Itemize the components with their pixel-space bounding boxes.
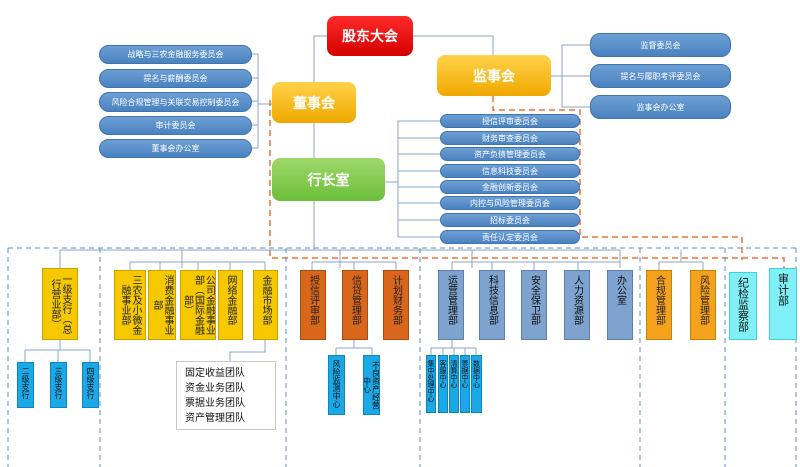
finance-department: 三农及小微金融事业部 <box>114 270 146 340</box>
management-committee: 财务审查委员会 <box>440 131 580 145</box>
sub-branch: 三级支行 <box>50 362 67 408</box>
sub-branch: 二级支行 <box>17 362 34 408</box>
management-committee: 责任认定委员会 <box>440 230 580 244</box>
team-item: 资产管理团队 <box>185 413 245 424</box>
president-office-box: 行长室 <box>272 158 385 201</box>
management-committee: 金融创新委员会 <box>440 180 580 194</box>
finance-market-teams: 固定收益团队 资金业务团队 票据业务团队 资产管理团队 <box>176 361 276 430</box>
board-committee: 审计委员会 <box>99 116 252 135</box>
ops-center: 清算中心 <box>449 355 459 413</box>
sub-branch: 四级支行 <box>82 362 99 408</box>
finance-department: 金融市场部 <box>253 270 278 340</box>
credit-center: 不良资产经营中心 <box>363 355 380 415</box>
board-committee: 风险合规管理与关联交易控制委员会 <box>99 92 252 112</box>
ops-center: 票据中心 <box>460 355 470 413</box>
management-committee: 内控与风险管理委员会 <box>440 196 580 210</box>
credit-department: 授信评审部 <box>300 270 326 340</box>
board-box: 董事会 <box>272 82 356 123</box>
risk-department: 风险管理部 <box>690 270 716 340</box>
shareholders-box: 股东大会 <box>327 16 413 56</box>
ops-department: 安全保卫部 <box>521 270 547 340</box>
board-committee: 战略与三农金融服务委员会 <box>99 45 252 64</box>
management-committee: 招标委员会 <box>440 213 580 227</box>
ops-center: 客服中心 <box>438 355 448 413</box>
ops-center: 数据中心 <box>471 355 482 413</box>
finance-department: 消费金融事业部 <box>148 270 176 340</box>
management-committee: 授信评审委员会 <box>440 114 580 128</box>
ops-department: 办公室 <box>607 270 633 340</box>
credit-department: 信贷管理部 <box>342 270 368 340</box>
team-item: 票据业务团队 <box>185 398 245 409</box>
credit-center: 风险监测中心 <box>328 355 345 415</box>
ops-center: 集中处理中心 <box>426 355 436 413</box>
finance-department: 网络金融部 <box>218 270 243 340</box>
risk-department: 合规管理部 <box>646 270 672 340</box>
finance-department: 公司金融事业部（国际金融部） <box>180 270 216 340</box>
ops-department: 运营管理部 <box>438 270 464 340</box>
credit-department: 计划财务部 <box>383 270 409 340</box>
management-committee: 资产负债管理委员会 <box>440 147 580 161</box>
team-item: 固定收益团队 <box>185 368 245 379</box>
ops-department: 科技信息部 <box>479 270 505 340</box>
team-item: 资金业务团队 <box>185 383 245 394</box>
management-committee: 信息科技委员会 <box>440 164 580 178</box>
board-committee: 董事会办公室 <box>99 139 252 158</box>
supervisory-committee: 提名与履职考评委员会 <box>590 64 731 88</box>
supervisory-committee: 监督委员会 <box>590 33 731 57</box>
discipline-department: 纪检监察部 <box>729 272 757 340</box>
supervisory-committee: 监事会办公室 <box>590 95 731 119</box>
board-committee: 提名与薪酬委员会 <box>99 69 252 88</box>
supervisory-box: 监事会 <box>437 55 551 96</box>
ops-department: 人力资源部 <box>564 270 590 340</box>
audit-department: 审计部 <box>769 268 797 340</box>
first-level-branch: 一级支行（总行营业部） <box>42 268 78 340</box>
